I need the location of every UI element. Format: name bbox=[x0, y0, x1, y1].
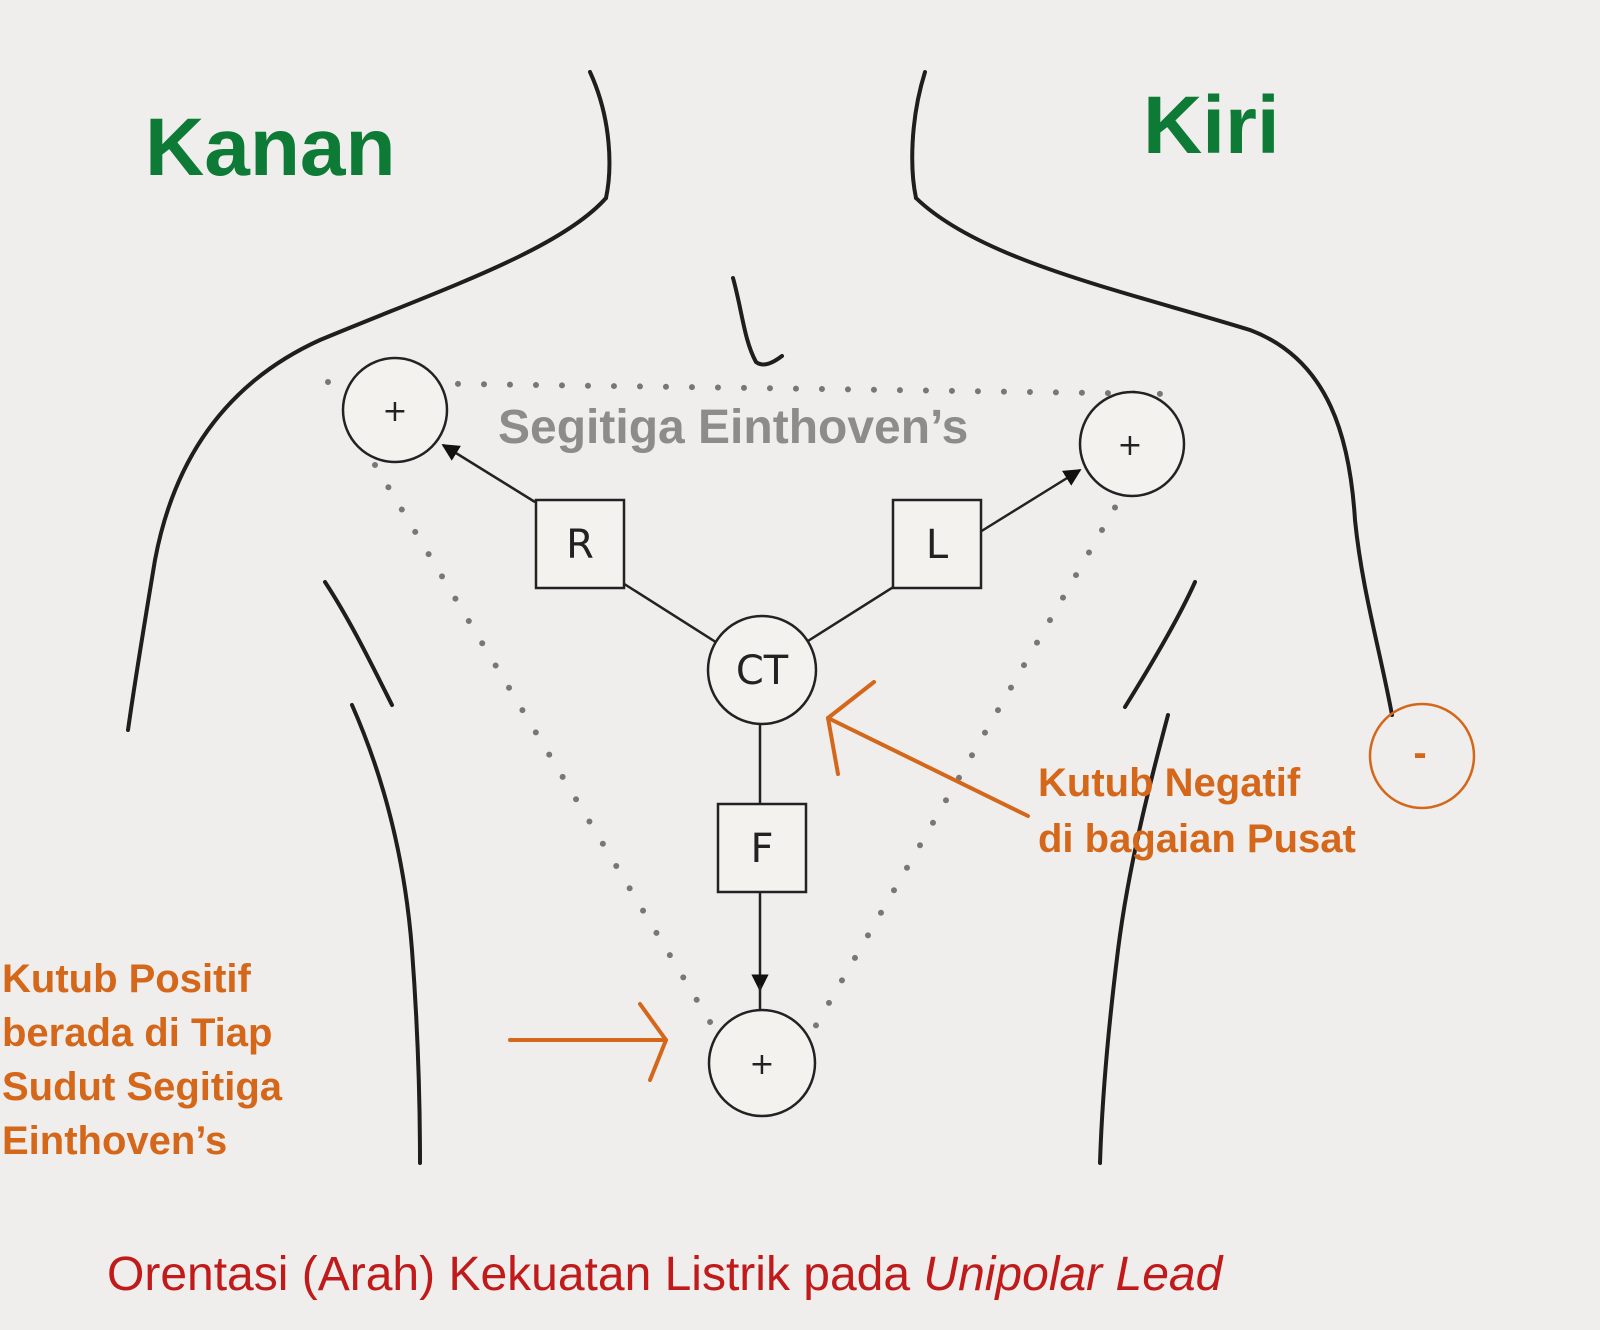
arrow-l bbox=[979, 468, 1082, 534]
einthoven-triangle bbox=[325, 379, 1175, 1108]
negative-circle bbox=[1368, 702, 1476, 810]
label-right-side: Kanan bbox=[145, 102, 396, 193]
triangle-left-edge bbox=[767, 482, 1131, 1108]
positive-annotation-line2: berada di Tiap bbox=[2, 1011, 272, 1055]
lead-box-r-label: R bbox=[566, 522, 594, 568]
caption-italic: Unipolar Lead bbox=[923, 1248, 1223, 1301]
lead-box-r: R bbox=[534, 498, 626, 590]
electrode-circle-foot bbox=[707, 1008, 817, 1118]
lead-box-l-frame bbox=[891, 498, 983, 590]
negative-annotation-line1: Kutub Negatif bbox=[1038, 761, 1301, 805]
positive-annotation-line4: Einthoven’s bbox=[2, 1119, 227, 1163]
positive-annotation-line3: Sudut Segitiga bbox=[2, 1065, 283, 1109]
electrode-foot: + bbox=[707, 1008, 817, 1118]
sternal-notch bbox=[731, 276, 784, 367]
shoulder-left bbox=[914, 196, 1394, 717]
electrode-circle-left bbox=[1078, 390, 1186, 498]
connector-ct-r bbox=[617, 578, 723, 648]
plus-sign-foot: + bbox=[749, 1047, 774, 1082]
lead-box-f: F bbox=[716, 802, 808, 894]
negative-arrow-shaft bbox=[826, 716, 1030, 818]
lead-box-f-label: F bbox=[750, 826, 773, 872]
annotation-positive: Kutub Positif berada di Tiap Sudut Segit… bbox=[2, 957, 668, 1163]
electrode-circle-right bbox=[341, 356, 449, 464]
figure-caption: Orentasi (Arah) Kekuatan Listrik pada Un… bbox=[107, 1248, 1224, 1301]
arm-crease-right bbox=[323, 580, 394, 707]
neck-right bbox=[588, 70, 612, 200]
lead-box-l: L bbox=[891, 498, 983, 590]
triangle-right-edge bbox=[372, 462, 763, 1108]
positive-annotation-line1: Kutub Positif bbox=[2, 957, 252, 1001]
negative-arrow-head bbox=[826, 680, 876, 776]
positive-arrow-head bbox=[638, 1002, 668, 1082]
triangle-top-edge bbox=[325, 379, 1175, 397]
torso-side-left bbox=[1098, 713, 1170, 1165]
electrode-left-arm: + bbox=[1078, 390, 1186, 498]
central-terminal: CT bbox=[706, 614, 818, 726]
shoulder-right bbox=[126, 196, 608, 732]
label-left-side: Kiri bbox=[1143, 80, 1280, 171]
annotation-negative: Kutub Negatif di bagaian Pusat - bbox=[826, 680, 1476, 861]
arm-crease-left bbox=[1123, 580, 1197, 709]
lead-connectors bbox=[441, 443, 1082, 1012]
connector-ct-l bbox=[799, 584, 896, 648]
lead-box-l-label: L bbox=[926, 522, 949, 568]
torso-outline bbox=[126, 70, 1394, 1165]
lead-box-r-frame bbox=[534, 498, 626, 590]
label-triangle: Segitiga Einthoven’s bbox=[498, 401, 968, 454]
arrow-r bbox=[441, 443, 536, 504]
caption-main: Orentasi (Arah) Kekuatan Listrik pada bbox=[107, 1248, 923, 1301]
electrode-right-arm: + bbox=[341, 356, 449, 464]
ct-label: CT bbox=[736, 648, 789, 694]
negative-sign: - bbox=[1413, 731, 1426, 775]
negative-annotation-line2: di bagaian Pusat bbox=[1038, 817, 1356, 861]
neck-left bbox=[910, 70, 927, 200]
torso-side-right bbox=[350, 703, 422, 1165]
lead-box-f-frame bbox=[716, 802, 808, 894]
plus-sign-right: + bbox=[382, 394, 407, 429]
ct-circle bbox=[706, 614, 818, 726]
plus-sign-left: + bbox=[1117, 428, 1142, 463]
